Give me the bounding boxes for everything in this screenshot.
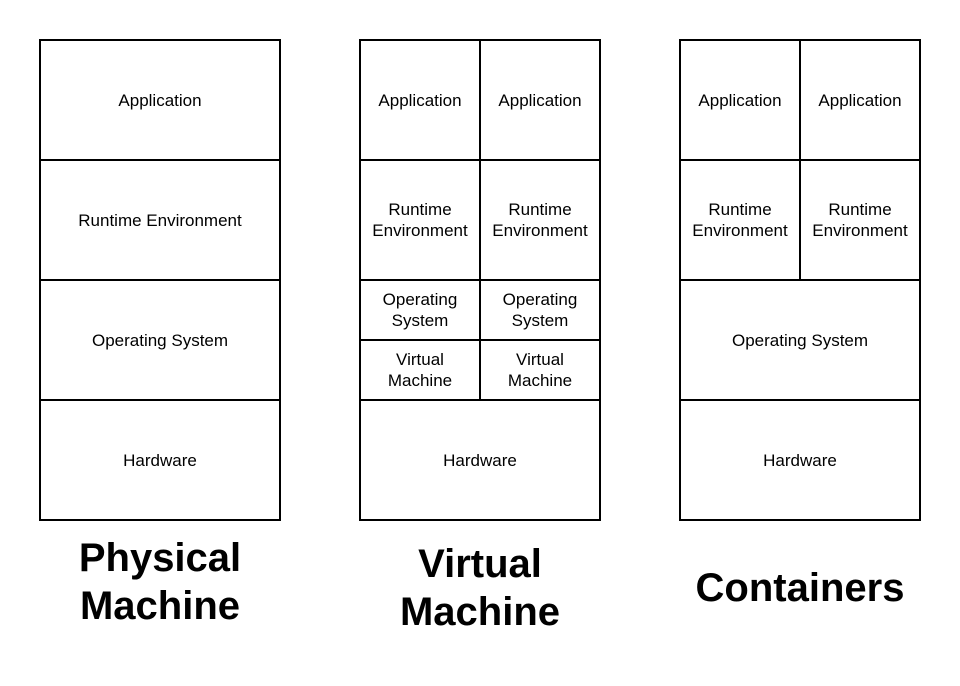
vm-application-right-label: Application — [498, 90, 582, 110]
vm-os-right-line1: Operating — [502, 290, 578, 309]
containers-runtime-left-label: Runtime Environment — [692, 199, 787, 241]
vm-os-right: Operating System — [479, 279, 601, 341]
containers-hardware-layer: Hardware — [679, 399, 921, 521]
vm-virtual-right-line1: Virtual — [516, 350, 564, 369]
vm-application-right: Application — [479, 39, 601, 161]
physical-os-label: Operating System — [91, 330, 229, 350]
vm-virtual-left-line1: Virtual — [396, 350, 444, 369]
physical-application-label: Application — [118, 90, 202, 110]
containers-os-label: Operating System — [731, 330, 869, 350]
vm-runtime-left-label: Runtime Environment — [372, 199, 467, 241]
vm-runtime-right: Runtime Environment — [479, 159, 601, 281]
vm-runtime-left-line2: Environment — [372, 221, 468, 240]
containers-title: Containers — [660, 564, 940, 612]
containers-runtime-right-label: Runtime Environment — [812, 199, 907, 241]
vm-runtime-left-line1: Runtime — [388, 200, 452, 219]
containers-application-right-label: Application — [818, 90, 902, 110]
vm-hardware-label: Hardware — [443, 450, 517, 470]
vm-application-left: Application — [359, 39, 481, 161]
physical-machine-title: Physical Machine — [20, 534, 300, 630]
vm-hardware-layer: Hardware — [359, 399, 601, 521]
vm-os-left-label: Operating System — [383, 289, 458, 331]
vm-virtual-left-line2: Machine — [387, 371, 453, 390]
vm-runtime-right-line1: Runtime — [508, 200, 572, 219]
containers-application-left-label: Application — [698, 90, 782, 110]
containers-title-text: Containers — [695, 566, 905, 610]
containers-runtime-left: Runtime Environment — [679, 159, 801, 281]
containers-application-right: Application — [799, 39, 921, 161]
containers-os-layer: Operating System — [679, 279, 921, 401]
containers-runtime-right-line2: Environment — [812, 221, 908, 240]
vm-os-left: Operating System — [359, 279, 481, 341]
physical-title-line2: Machine — [79, 584, 241, 628]
vm-virtual-machine-left: Virtual Machine — [359, 339, 481, 401]
vm-title-line1: Virtual — [418, 542, 542, 586]
containers-runtime-left-line1: Runtime — [708, 200, 772, 219]
vm-virtual-machine-left-label: Virtual Machine — [388, 349, 452, 391]
vm-application-left-label: Application — [378, 90, 462, 110]
vm-runtime-right-label: Runtime Environment — [492, 199, 587, 241]
physical-runtime-label: Runtime Environment — [78, 210, 242, 230]
vm-runtime-left: Runtime Environment — [359, 159, 481, 281]
physical-os-layer: Operating System — [39, 279, 281, 401]
virtual-machine-title: Virtual Machine — [340, 540, 620, 636]
containers-runtime-left-line2: Environment — [692, 221, 788, 240]
vm-os-right-label: Operating System — [503, 289, 578, 331]
vm-os-left-line1: Operating — [382, 290, 458, 309]
vm-virtual-machine-right-label: Virtual Machine — [508, 349, 572, 391]
vm-virtual-machine-right: Virtual Machine — [479, 339, 601, 401]
physical-hardware-layer: Hardware — [39, 399, 281, 521]
vm-os-left-line2: System — [391, 311, 449, 330]
physical-title-line1: Physical — [78, 536, 242, 580]
physical-hardware-label: Hardware — [123, 450, 197, 470]
containers-hardware-label: Hardware — [763, 450, 837, 470]
containers-application-left: Application — [679, 39, 801, 161]
containers-runtime-right-line1: Runtime — [828, 200, 892, 219]
vm-title-line2: Machine — [399, 590, 561, 634]
vm-virtual-right-line2: Machine — [507, 371, 573, 390]
vm-runtime-right-line2: Environment — [492, 221, 588, 240]
physical-application-layer: Application — [39, 39, 281, 161]
vm-os-right-line2: System — [511, 311, 569, 330]
physical-runtime-layer: Runtime Environment — [39, 159, 281, 281]
containers-runtime-right: Runtime Environment — [799, 159, 921, 281]
